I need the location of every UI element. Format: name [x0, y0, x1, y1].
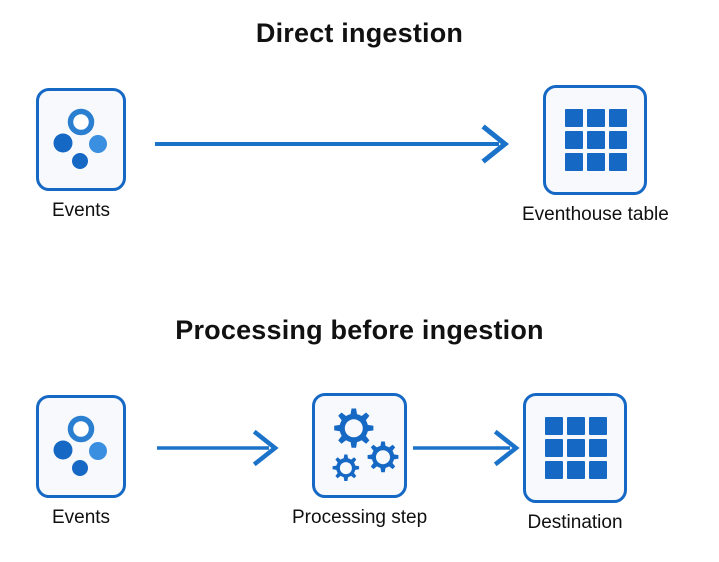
gears-icon — [312, 393, 408, 498]
node-eventhouse-table[interactable]: Eventhouse table — [522, 85, 669, 226]
node-label-eventhouse-table: Eventhouse table — [522, 204, 669, 225]
events-icon — [36, 88, 126, 191]
direct-ingestion-title: Direct ingestion — [255, 18, 464, 48]
table-grid-icon — [523, 393, 627, 503]
direct-ingestion-diagram: Direct ingestion Events — [36, 18, 669, 226]
processing-before-ingestion-title: Processing before ingestion — [175, 315, 544, 345]
arrow-right-icon — [155, 124, 511, 164]
node-events-direct[interactable]: Events — [36, 88, 126, 222]
node-events-processing[interactable]: Events — [36, 395, 126, 529]
processing-before-ingestion-diagram: Processing before ingestion Events — [0, 281, 719, 562]
node-label-destination: Destination — [527, 512, 623, 533]
arrow-right-icon — [157, 428, 282, 468]
node-label-events: Events — [51, 200, 111, 221]
node-processing-step[interactable]: Processing step — [292, 393, 427, 529]
node-label-events: Events — [51, 507, 111, 528]
arrow-right-icon — [413, 428, 523, 468]
node-label-processing-step: Processing step — [292, 507, 428, 528]
events-icon — [36, 395, 126, 498]
node-destination[interactable]: Destination — [523, 393, 627, 534]
table-grid-icon — [543, 85, 648, 195]
